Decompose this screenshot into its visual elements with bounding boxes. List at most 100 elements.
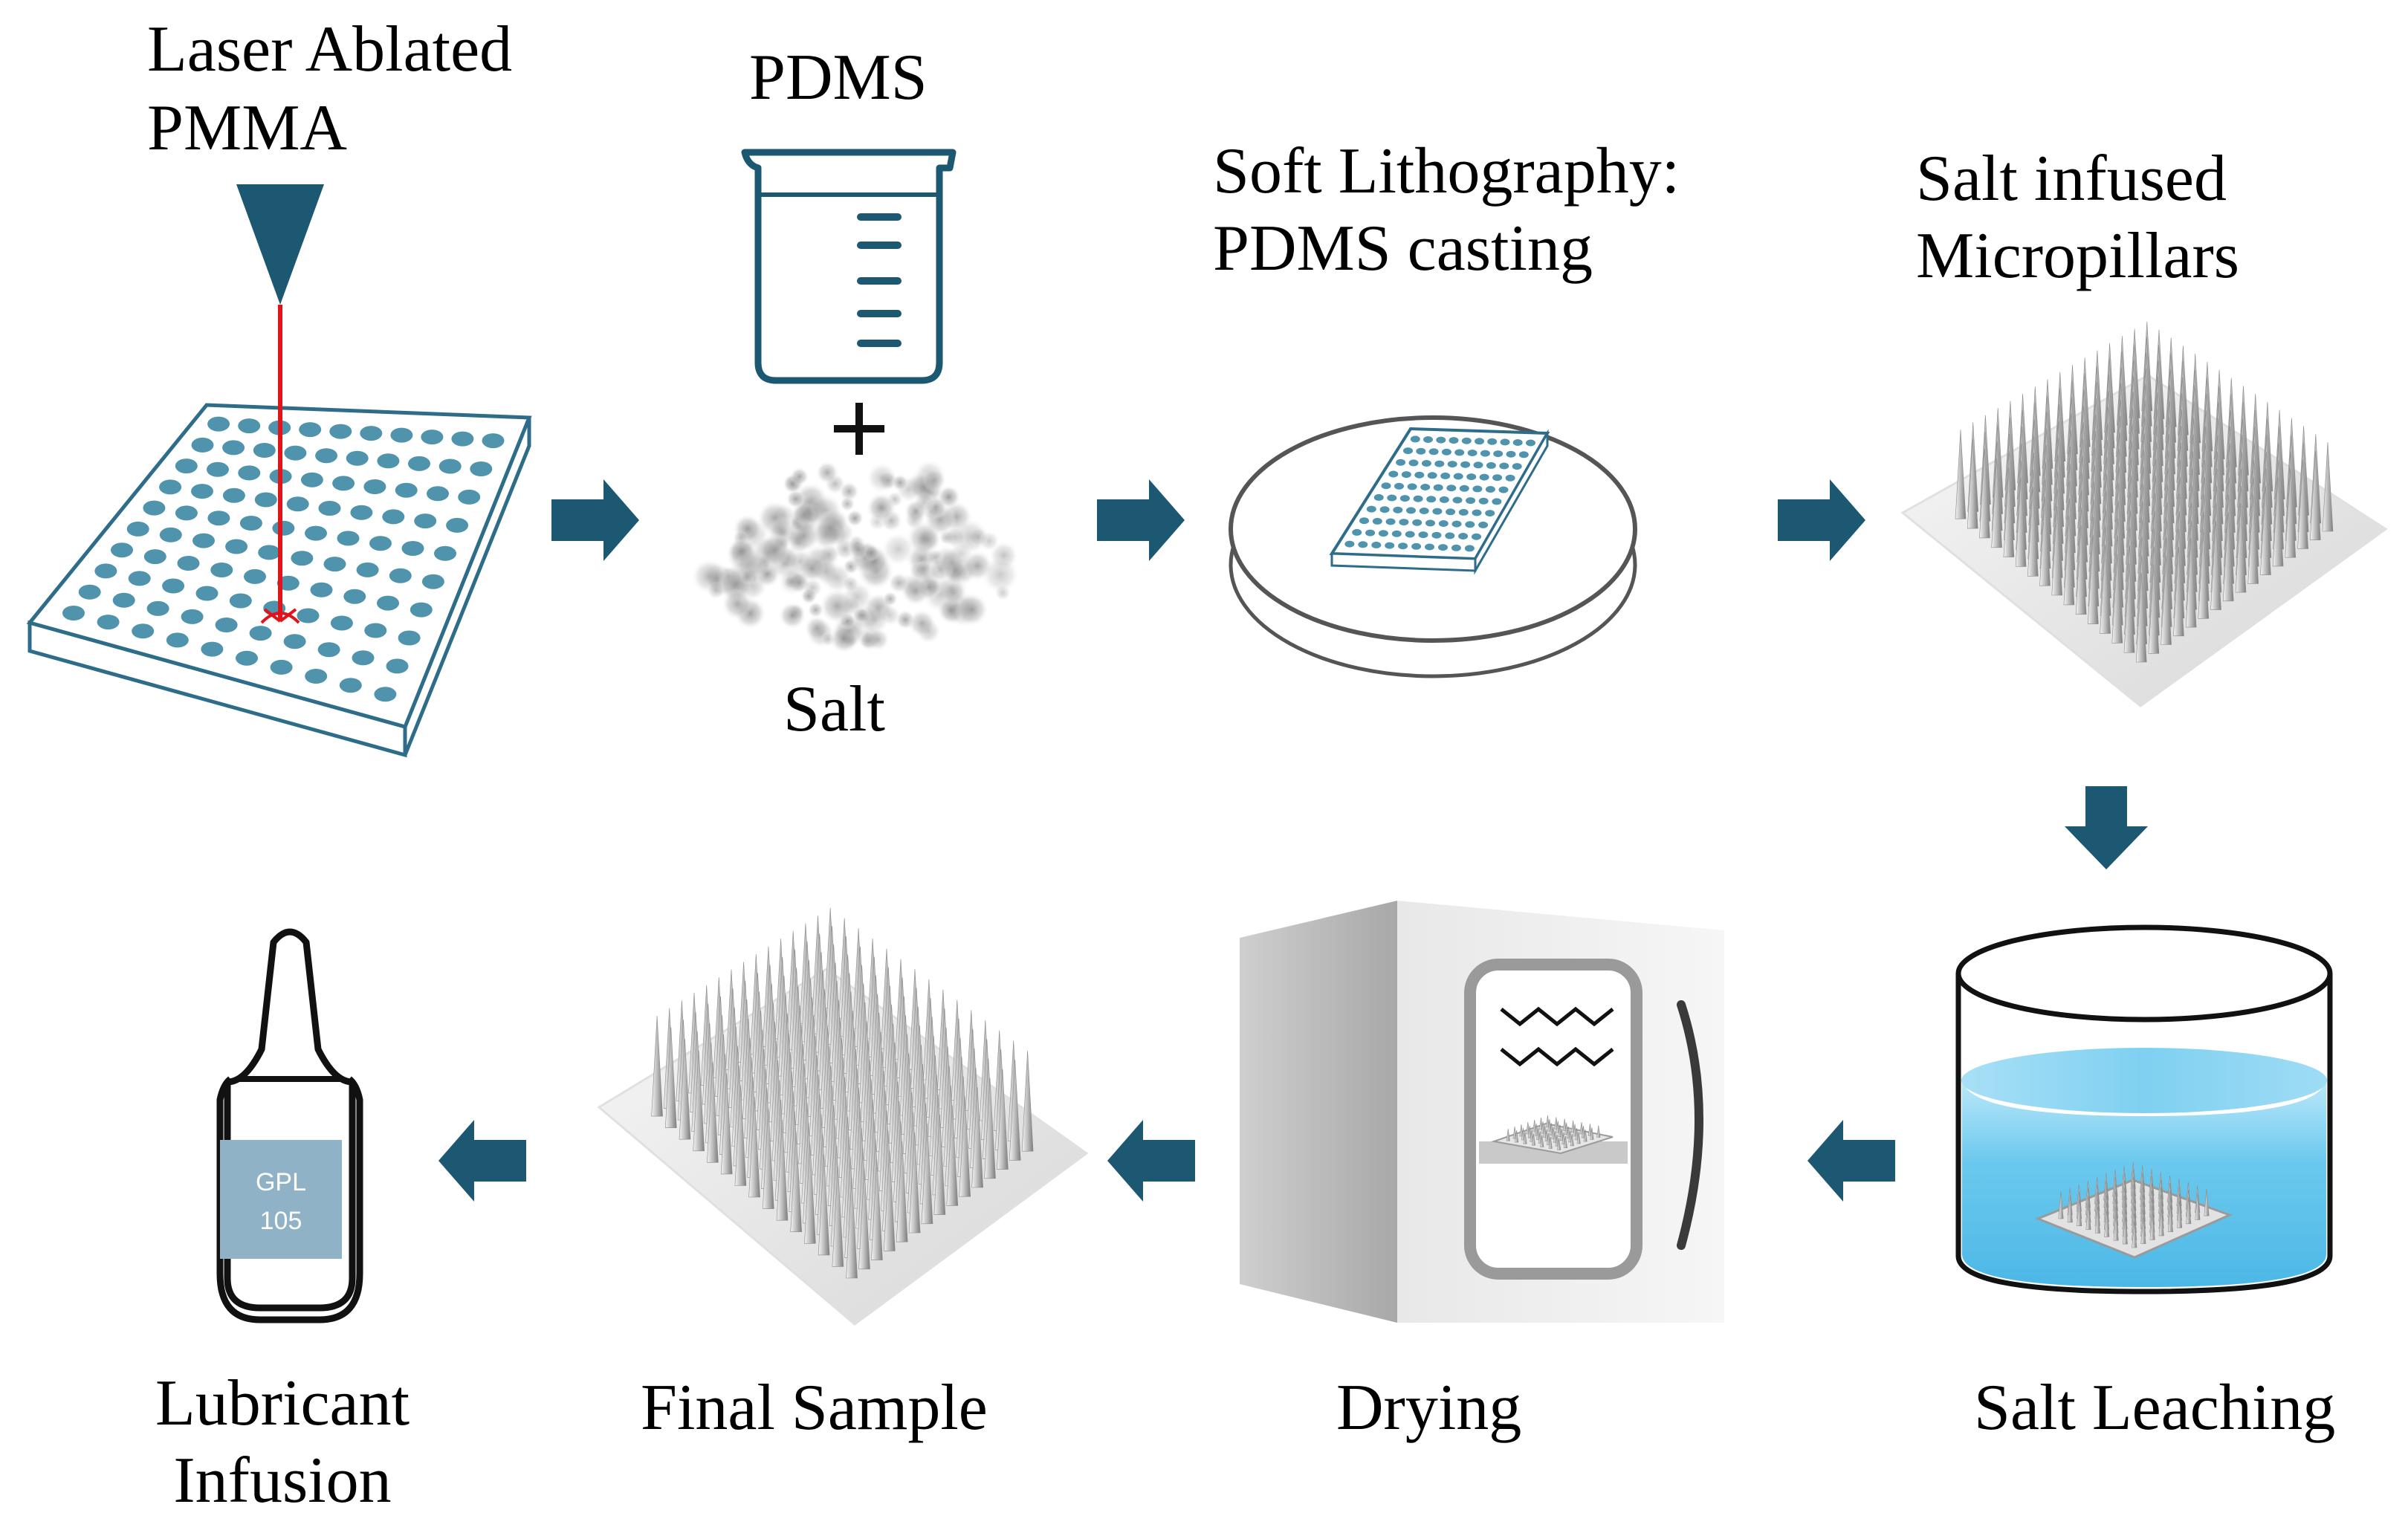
micropillar [1547,1119,1552,1132]
salt-grain [907,609,936,638]
micropillar [1538,1131,1542,1144]
salt-grain [706,580,725,600]
salt-grain [978,530,1000,552]
micropillar [2247,494,2259,584]
micropillar [762,1108,774,1209]
mold-dot [1431,531,1442,539]
micropillar [1583,1130,1587,1142]
hole-dot [421,574,444,589]
micropillar [2158,1208,2164,1237]
salt-grain [866,461,898,494]
mold-dot [1371,541,1382,548]
micropillar [693,1050,705,1152]
label-laser-ablated: Laser Ablated PMMA [147,13,513,164]
micropillar [2094,1206,2100,1234]
micropillar [818,1154,830,1256]
micropillar [921,1123,933,1225]
hole-dot [143,549,166,565]
beaker-icon [741,149,957,384]
micropillar [883,1150,896,1251]
mold-dot [1498,486,1509,493]
salt-grain [734,549,766,581]
hole-dot [410,602,433,618]
hole-dot [207,416,230,432]
micropillar [2111,554,2123,644]
mold-dot [1478,521,1489,528]
mold-dot [1449,437,1459,444]
micropillar [2322,441,2334,532]
mold-dot [1412,519,1423,526]
mold-dot [1432,508,1443,515]
salt-grain [815,461,839,485]
hole-dot [343,589,366,604]
hole-dot [339,678,362,693]
hole-dot [434,545,456,561]
bottle-label-line1: GPL [256,1168,306,1196]
micropillar [1579,1121,1584,1135]
hole-dot [427,486,449,502]
mold-dot [1438,544,1448,551]
micropillar [2100,544,2111,634]
mold-dot [1460,461,1471,468]
hole-dot [310,582,333,597]
hole-dot [159,479,182,495]
mold-dot [1472,509,1482,516]
mold-dot [1396,458,1406,466]
hole-dot [297,608,320,623]
micropillar [1554,1117,1559,1130]
mold-dot [1492,498,1502,505]
micropillar [1590,1127,1594,1140]
mold-dot [1414,471,1425,479]
hole-dot [360,426,383,441]
micropillar [1967,439,1978,529]
micropillar [2210,520,2221,610]
hole-dot [146,600,169,616]
mold-dot [1391,530,1402,537]
mold-dot [1407,483,1417,490]
label-final-sample: Final Sample [641,1372,988,1444]
micropillar [871,1159,883,1260]
mold-dot [1410,435,1420,443]
hole-dot [192,533,215,548]
micropillar [1547,1132,1551,1145]
micropillar [2297,459,2308,549]
salt-grain [882,591,899,607]
hole-dot [369,536,392,551]
micropillar [651,1016,663,1117]
hole-dot [112,592,135,608]
mold-dot [1458,533,1469,539]
hole-dot [395,482,418,498]
mold-dot [1420,484,1431,490]
ablated-hole-grid [62,416,505,702]
hole-dot [207,461,229,477]
hole-dot [175,505,198,521]
hole-dot [337,531,360,546]
label-pdms: PDMS [749,42,928,114]
salt-grain [855,607,872,624]
salt-grain [900,576,931,606]
mold-dot [1366,505,1376,513]
hole-dot [330,615,353,631]
micropillar [1563,1135,1568,1148]
salt-grain [797,554,826,583]
micropillar [971,1086,983,1188]
hole-dot [329,424,352,439]
arrow-right-icon [551,479,639,561]
salt-grain [841,574,860,593]
leaching-beaker [1955,924,2333,1294]
micropillar [832,1166,844,1267]
mold-dot [1461,437,1472,444]
micropillar [1519,1124,1524,1137]
mold-dot [1454,449,1465,456]
label-salt-leaching: Salt Leaching [1974,1372,2336,1444]
micropillar [2067,1195,2073,1223]
hole-dot [126,521,149,537]
micropillar [1543,1125,1547,1138]
micropillar [1576,1131,1581,1144]
mold-dot [1465,521,1475,528]
hole-dot [195,586,219,601]
micropillar [2309,450,2321,541]
mold-dot [1493,450,1504,458]
hole-dot [305,669,328,684]
mold-dot [1440,472,1451,479]
